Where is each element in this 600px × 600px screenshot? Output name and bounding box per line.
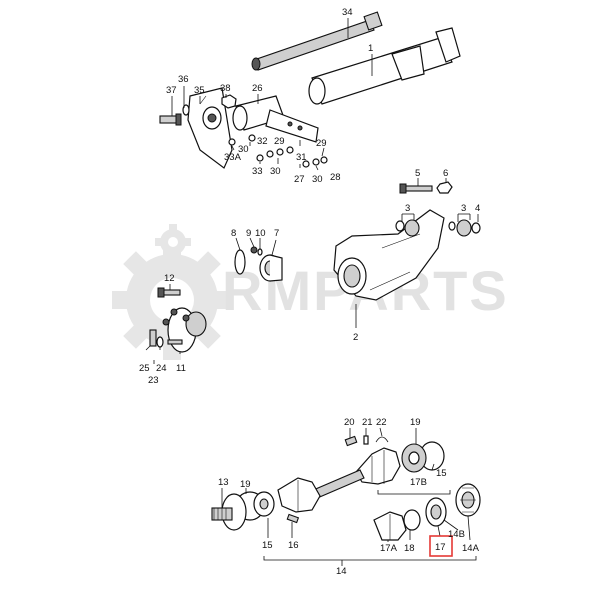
callout-17a: 17A <box>380 543 398 554</box>
callout-22: 22 <box>376 417 387 428</box>
callout-16: 16 <box>288 540 299 551</box>
callout-35: 35 <box>194 85 205 96</box>
bushing-part-3-right <box>448 219 481 237</box>
callout-23: 23 <box>148 375 159 386</box>
drive-boot-left <box>277 477 321 513</box>
callout-4: 4 <box>475 203 480 214</box>
callout-36: 36 <box>178 74 189 85</box>
callout-28: 28 <box>330 172 341 183</box>
callout-15-b: 15 <box>262 540 273 551</box>
leader-lines <box>145 18 479 566</box>
callout-14b: 14B <box>448 529 465 540</box>
bolt-part-20 <box>344 435 358 447</box>
callout-17-highlighted: 17 <box>435 542 446 553</box>
callout-2: 2 <box>353 332 358 343</box>
callout-3-b: 3 <box>461 203 466 214</box>
torsion-bar-part-34 <box>251 11 383 71</box>
callout-37: 37 <box>166 85 177 96</box>
callout-13: 13 <box>218 477 229 488</box>
cv-joint-right-part-15-19 <box>401 441 445 473</box>
highlight-box <box>429 535 453 557</box>
callout-25: 25 <box>139 363 150 374</box>
bolt-part-5 <box>399 183 433 194</box>
callout-14: 14 <box>336 566 347 577</box>
callout-12: 12 <box>164 273 175 284</box>
callout-34: 34 <box>342 7 353 18</box>
flange-part-13 <box>211 493 247 531</box>
callout-15-a: 15 <box>436 468 447 479</box>
callout-29-a: 29 <box>274 136 285 147</box>
callout-5: 5 <box>415 168 420 179</box>
washer-part-36 <box>182 104 190 116</box>
callout-32: 32 <box>257 136 268 147</box>
gear-icon-small <box>155 224 191 260</box>
callout-18: 18 <box>404 543 415 554</box>
callout-20: 20 <box>344 417 355 428</box>
callout-14a: 14A <box>462 543 480 554</box>
callout-21: 21 <box>362 417 373 428</box>
callout-30-c: 30 <box>312 174 323 185</box>
callout-7: 7 <box>274 228 279 239</box>
bushing-part-3-left <box>395 219 420 237</box>
callout-33: 33 <box>252 166 263 177</box>
clamp-part-18 <box>403 509 421 531</box>
callout-11: 11 <box>176 363 186 374</box>
callout-29-b: 29 <box>316 138 327 149</box>
callout-9: 9 <box>246 228 251 239</box>
callout-10: 10 <box>255 228 266 239</box>
callout-3-a: 3 <box>405 203 410 214</box>
callout-6: 6 <box>443 168 448 179</box>
callout-24: 24 <box>156 363 167 374</box>
wheel-bolt-part-12 <box>157 287 181 298</box>
bolt-part-37 <box>159 113 182 126</box>
trailing-arm-pivot-part-26 <box>232 95 319 143</box>
cv-joint-part-14a <box>455 483 481 517</box>
mounting-bracket-part-35 <box>187 87 233 169</box>
boot-kit-part-17a <box>373 511 407 541</box>
callout-30-b: 30 <box>270 166 281 177</box>
callout-31: 31 <box>296 152 307 163</box>
callout-17b: 17B <box>410 477 427 488</box>
wheel-bearing-part-7 <box>259 254 283 282</box>
drive-boot-right <box>355 447 401 485</box>
small-fasteners-group <box>228 134 328 168</box>
callout-19-b: 19 <box>240 479 251 490</box>
nut-part-6 <box>436 181 453 194</box>
spring-tube-part-1 <box>308 27 461 105</box>
callout-30-a: 30 <box>238 144 249 155</box>
callout-26: 26 <box>252 83 263 94</box>
callout-19-a: 19 <box>410 417 421 428</box>
callout-38: 38 <box>220 83 231 94</box>
callout-labels: 34 1 36 37 35 38 26 33A 30 32 29 29 33 3… <box>139 7 480 577</box>
washer-part-21 <box>363 435 369 445</box>
callout-8: 8 <box>231 228 236 239</box>
cv-joint-part-14b <box>425 497 447 527</box>
nut-part-38 <box>221 94 237 109</box>
pin-part-16 <box>286 513 300 524</box>
callout-33a: 33A <box>224 152 242 163</box>
callout-27: 27 <box>294 174 305 185</box>
wheel-studs-parts-23-25 <box>149 329 183 348</box>
callout-1: 1 <box>368 43 373 54</box>
clip-part-22 <box>375 436 389 443</box>
